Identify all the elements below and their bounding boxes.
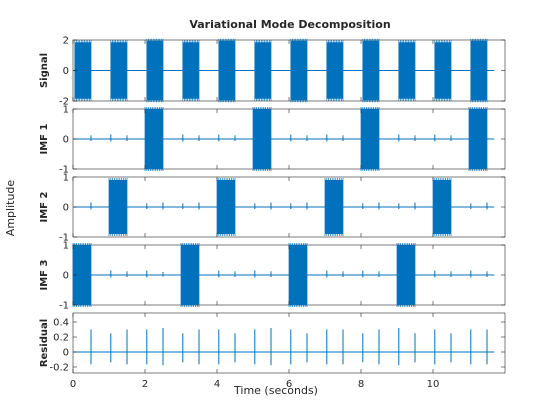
y-tick-label: 1: [63, 241, 69, 252]
y-tick-label: 2: [63, 36, 69, 47]
x-tick-label: 8: [358, 379, 364, 390]
subplot-imf-1: 1 0 -1 IMF 1: [39, 105, 506, 176]
y-tick-label: -2: [59, 97, 69, 108]
x-axis-label: Time (seconds): [233, 384, 318, 397]
y-tick-label: 0: [63, 348, 69, 359]
subplot-label-imf-1: IMF 1: [39, 123, 50, 154]
y-tick-label: 1: [63, 105, 69, 116]
subplot-imf-3: 1 0 -1 IMF 3: [39, 241, 506, 312]
y-tick-label: -1: [59, 301, 69, 312]
y-tick-label: 1: [63, 173, 69, 184]
subplot-label-residual: Residual: [39, 319, 50, 367]
y-tick-label: -1: [59, 165, 69, 176]
x-tick-label: 2: [142, 379, 148, 390]
subplot-label-imf-3: IMF 3: [39, 259, 50, 290]
y-tick-label: 0: [63, 203, 69, 214]
y-tick-label: -1: [59, 233, 69, 244]
y-tick-label: 0: [63, 271, 69, 282]
x-tick-label: 6: [286, 379, 292, 390]
chart-title: Variational Mode Decomposition: [189, 18, 390, 31]
x-tick-label: 10: [427, 379, 440, 390]
x-tick-label: 4: [214, 379, 220, 390]
y-tick-label: 0.2: [53, 333, 69, 344]
y-axis-label: Amplitude: [4, 180, 17, 237]
subplot-label-signal: Signal: [39, 53, 50, 88]
axes-box: [72, 312, 506, 374]
y-tick-label: 0: [63, 66, 69, 77]
subplot-label-imf-2: IMF 2: [39, 191, 50, 222]
y-tick-label: 0.4: [53, 318, 69, 329]
x-tick-label: 0: [70, 379, 76, 390]
y-tick-label: 0: [63, 135, 69, 146]
subplot-imf-2: 1 0 -1 IMF 2: [39, 173, 506, 244]
y-tick-label: -0.2: [49, 363, 69, 374]
subplot-signal: 2 0 -2 Signal: [39, 36, 506, 108]
